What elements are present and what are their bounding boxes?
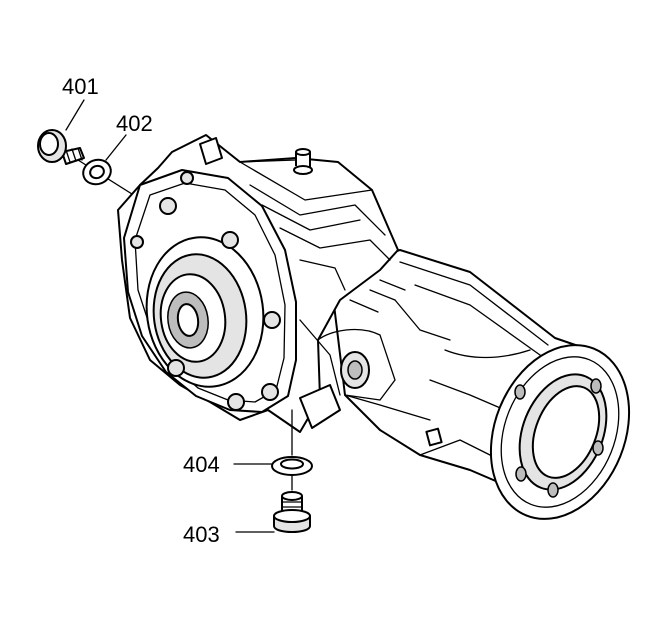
washer-404 [271, 456, 313, 476]
flange-bolt-hole [547, 482, 559, 498]
cover-bolt [227, 393, 245, 411]
vent-leader [239, 159, 297, 163]
callout-404: 404 [183, 452, 220, 477]
flange-bolt-hole [592, 440, 604, 456]
cover-bolt [221, 231, 239, 249]
flange-bolt-hole [514, 384, 526, 400]
leader-401 [65, 99, 85, 131]
flange-bolt-hole [515, 466, 527, 482]
vent-pin [293, 148, 313, 175]
cover-bolt [130, 235, 144, 249]
callout-402: 402 [116, 111, 153, 136]
front-cover [123, 137, 297, 413]
cover-bolt [159, 197, 177, 215]
cover-bolt [167, 359, 185, 377]
flange-bolt-hole [590, 378, 602, 394]
cover-bolt [261, 383, 279, 401]
output-flange [489, 344, 631, 520]
washer-402 [82, 158, 112, 186]
drain-plug-403 [273, 491, 311, 533]
cover-bolt [263, 311, 281, 329]
callout-403: 403 [183, 522, 220, 547]
leader-402 [105, 134, 127, 161]
callout-401: 401 [62, 74, 99, 99]
cover-bolt [180, 171, 194, 185]
fill-plug-401 [37, 129, 85, 165]
